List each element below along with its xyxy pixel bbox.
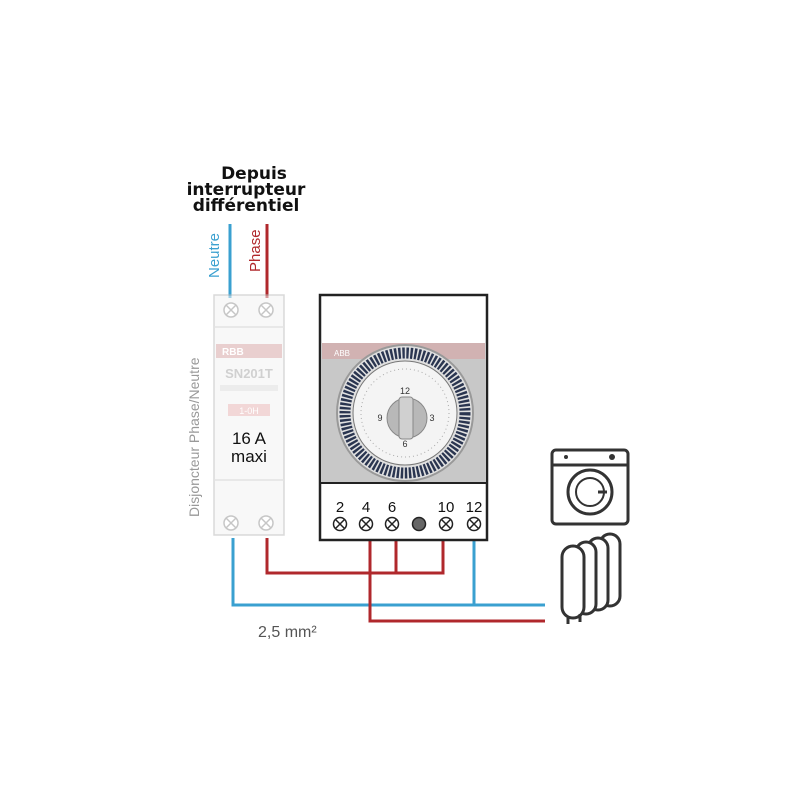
caption-line-3: différentiel (193, 196, 300, 216)
caption-line-2: interrupteur (187, 180, 306, 200)
breaker-plate (220, 385, 278, 391)
phase-label: Phase (247, 229, 264, 272)
source-caption: Depuis interrupteur différentiel (187, 164, 306, 216)
screw-slot (386, 518, 398, 530)
breaker-brand-strip (216, 344, 282, 358)
timer-minute-ticks (360, 368, 450, 458)
terminal-label-12: 12 (466, 499, 483, 516)
screw-slot (334, 518, 346, 530)
terminal-label-6: 6 (388, 499, 396, 516)
dial-number-9: 9 (377, 413, 382, 423)
switched-phase-wire (368, 538, 545, 623)
screw-slot (260, 517, 272, 529)
breaker-bottom-screws (223, 515, 274, 531)
breaker-model: SN201T (225, 366, 273, 381)
phase-wire-bus (265, 538, 445, 575)
timer-terminal-screws (332, 516, 482, 532)
terminal-label-10: 10 (438, 499, 455, 516)
terminal-label-2: 2 (336, 499, 344, 516)
neutral-wire-to-loads (231, 538, 545, 607)
screw-slot (440, 518, 452, 530)
unused-terminal-icon (411, 516, 427, 532)
breaker-curve-tag (228, 404, 270, 416)
dial-number-12: 12 (400, 386, 410, 396)
washing-machine-button (564, 455, 568, 459)
washing-machine-icon (550, 448, 630, 526)
timer-brand: ABB (334, 349, 350, 358)
washing-machine-body (550, 448, 630, 526)
terminal-label-4: 4 (362, 499, 370, 516)
timer-knob-grip (398, 396, 414, 440)
timer-segment-ring (339, 347, 471, 479)
screw-slot (360, 518, 372, 530)
washing-machine-door (566, 468, 614, 516)
circuit-wires (231, 538, 545, 623)
breaker-top-screws (223, 302, 274, 318)
screw-slot (260, 304, 272, 316)
wire-section-label: 2,5 mm² (258, 624, 317, 641)
screw-slot (468, 518, 480, 530)
caption-line-1: Depuis (221, 164, 287, 184)
washing-machine-knob (609, 454, 615, 460)
breaker-brand: RBB (222, 347, 244, 358)
breaker-side-label: Disjoncteur Phase/Neutre (186, 357, 202, 517)
screw-slot (225, 304, 237, 316)
breaker-curve: 1-0H (239, 406, 259, 416)
breaker-rating-amps: 16 A (232, 429, 267, 448)
radiator-fin (560, 544, 586, 620)
breaker-rating-maxi: maxi (231, 447, 267, 466)
dial-number-3: 3 (429, 413, 434, 423)
time-switch: ABB 12 3 6 9 2 4 6 10 12 (318, 293, 489, 542)
screw-slot (225, 517, 237, 529)
radiator-icon (560, 532, 622, 624)
circuit-breaker: RBB SN201T 1-0H (213, 294, 285, 536)
neutral-label: Neutre (206, 233, 223, 278)
dial-number-6: 6 (402, 439, 407, 449)
